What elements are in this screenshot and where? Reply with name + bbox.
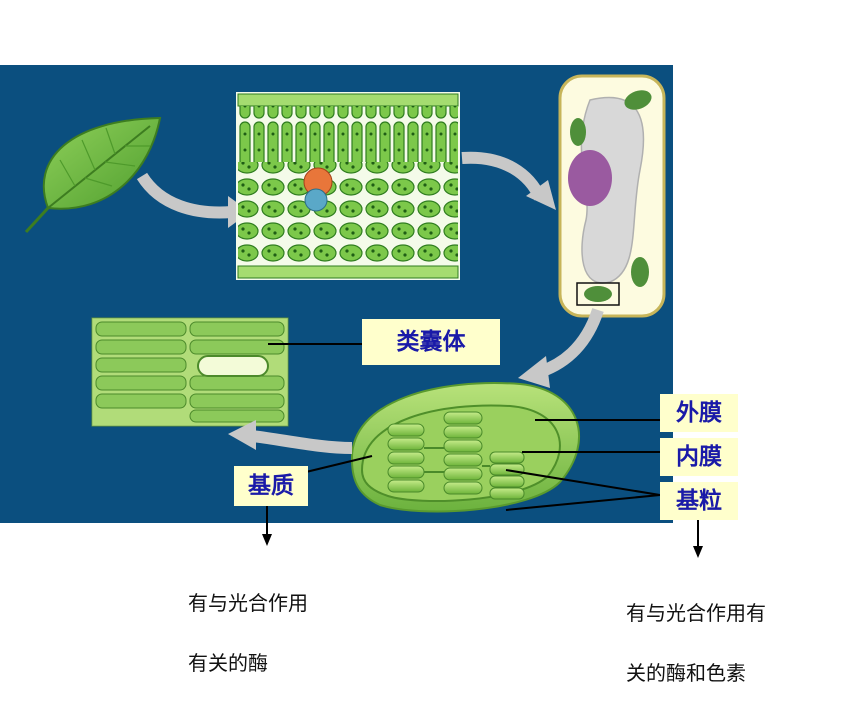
chloroplast-image	[350, 382, 580, 513]
stroma-down-arrow	[262, 506, 272, 546]
grana-pointer-line-2	[505, 494, 661, 511]
granum-stack-1	[387, 423, 425, 493]
granum-stack-3	[489, 451, 525, 500]
thylakoid-stack-image	[91, 317, 289, 427]
granum-stack-2	[443, 411, 483, 495]
arrow-chloroplast-to-thylakoid	[251, 430, 353, 454]
stroma-note: 有与光合作用 有关的酶	[188, 558, 388, 708]
arrow-leaf-to-section	[136, 172, 233, 219]
grana-note: 有与光合作用有 关的酶和色素	[626, 568, 856, 718]
arrow-section-to-cell	[461, 151, 546, 201]
thylakoid-label: 类囊体	[362, 319, 500, 365]
diagram-artwork	[24, 74, 703, 558]
inner-membrane-label: 内膜	[660, 438, 738, 476]
grana-note-line-1: 有与光合作用有	[626, 601, 766, 625]
plant-cell-image	[558, 74, 666, 318]
leaf-cross-section-image	[236, 92, 460, 280]
grana-pointer-line-1	[505, 469, 661, 496]
leaf-icon	[24, 116, 162, 234]
stroma-note-line-2: 有关的酶	[188, 651, 268, 675]
arrow-cell-to-chloroplast	[537, 308, 604, 378]
grana-down-arrow	[693, 520, 703, 558]
stroma-note-line-1: 有与光合作用	[188, 591, 308, 615]
grana-label: 基粒	[660, 482, 738, 520]
stroma-label: 基质	[234, 466, 308, 506]
outer-membrane-label: 外膜	[660, 394, 738, 432]
grana-note-line-2: 关的酶和色素	[626, 661, 746, 685]
stroma-pointer-line	[305, 455, 373, 473]
